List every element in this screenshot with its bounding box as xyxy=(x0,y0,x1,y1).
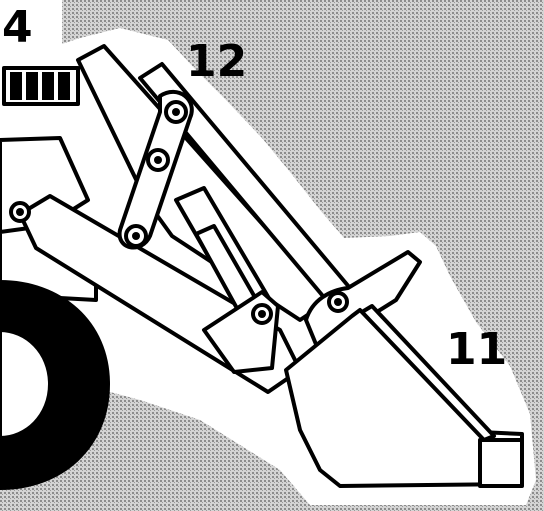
part-number-12: 12 xyxy=(186,36,248,87)
wheel-rim xyxy=(0,328,52,440)
grill-slot xyxy=(10,72,22,100)
bucket-cutting-edge xyxy=(478,438,524,488)
front-tire xyxy=(0,280,110,490)
grill-slot xyxy=(58,72,70,100)
bucket-lip-plate xyxy=(360,304,496,442)
pin-center xyxy=(132,232,140,240)
grill-slot xyxy=(42,72,54,100)
part-number-4: 4 xyxy=(2,2,33,53)
part-number-11: 11 xyxy=(446,324,508,375)
pin-center xyxy=(16,208,24,216)
pin-center xyxy=(258,310,266,318)
pin-center xyxy=(154,156,162,164)
pin-center xyxy=(334,298,342,306)
grill-slot xyxy=(26,72,38,100)
pin-center xyxy=(172,108,180,116)
